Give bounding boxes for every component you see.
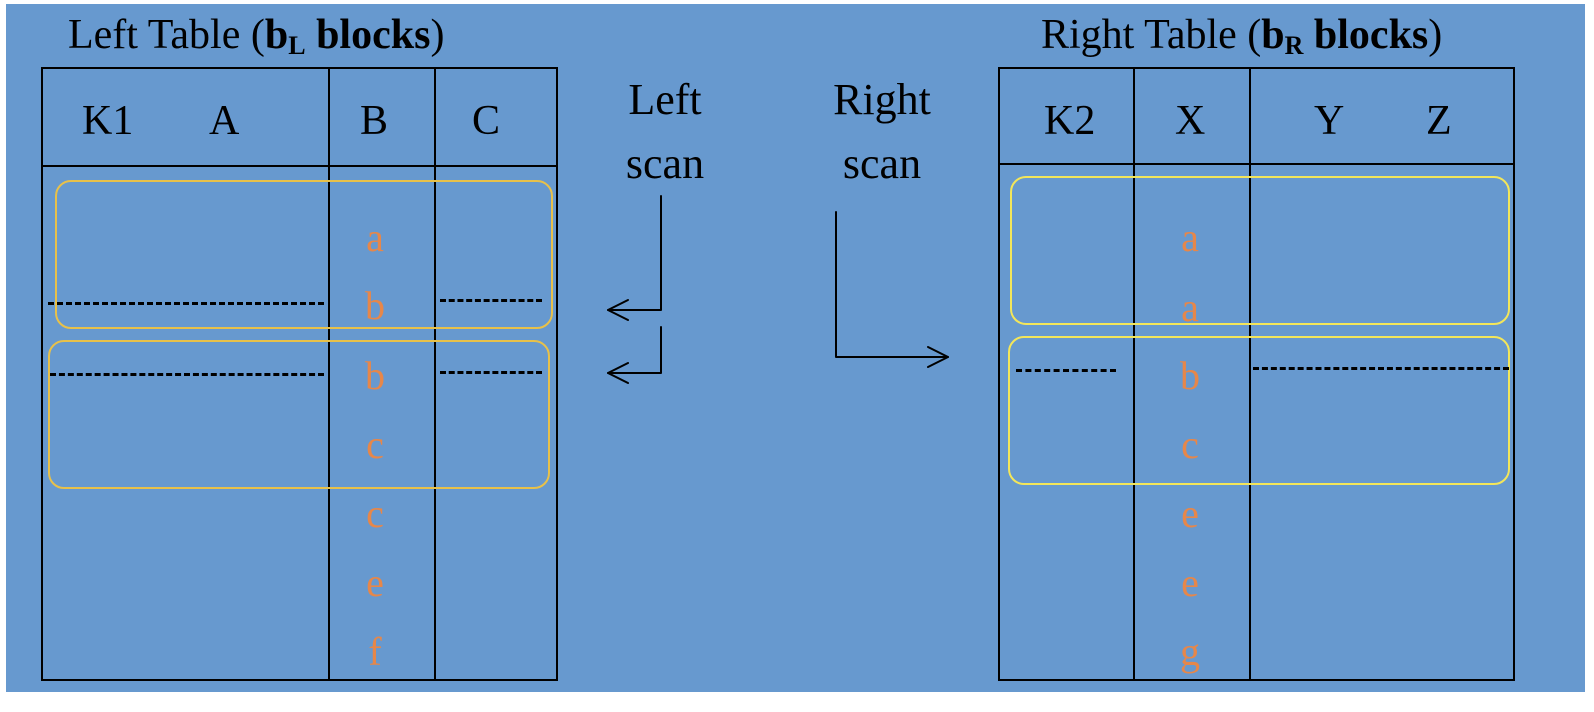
left-col-divider-2 [434, 67, 436, 681]
left-key-7: f [368, 629, 382, 674]
left-block-2 [48, 340, 550, 489]
right-title-text: Right Table ( [1041, 12, 1262, 58]
left-scan-line1: Left [628, 75, 702, 124]
left-dash-row-2a [50, 373, 324, 376]
left-dash-row-2b [440, 371, 542, 374]
left-key-1: a [366, 215, 384, 260]
left-table-title: Left Table (bL blocks) [68, 14, 444, 59]
diagram-background [6, 4, 1585, 692]
left-header-divider [41, 165, 558, 167]
right-header-k2: K2 [1044, 98, 1096, 144]
right-title-subscript: R [1284, 31, 1304, 60]
left-header-b: B [360, 98, 389, 144]
right-header-y: Y [1314, 98, 1345, 144]
left-scan-line2: scan [625, 139, 705, 188]
right-scan-arrow [835, 211, 949, 368]
left-title-subscript: L [288, 31, 306, 60]
right-table-frame [998, 67, 1515, 681]
left-title-text: Left Table ( [68, 12, 265, 58]
right-title-close: ) [1428, 12, 1443, 58]
right-header-divider [998, 163, 1515, 165]
right-scan-label: Right scan [812, 68, 952, 196]
right-col-divider-2 [1249, 67, 1251, 681]
left-table-frame [41, 67, 558, 681]
left-header-c: C [472, 98, 501, 144]
left-scan-label: Left scan [610, 68, 720, 196]
left-dash-row-1b [440, 299, 542, 302]
left-key-2: b [365, 283, 385, 328]
left-key-6: e [366, 560, 384, 605]
right-key-2: a [1181, 285, 1199, 330]
right-title-b: b [1261, 12, 1285, 58]
right-key-6: e [1181, 560, 1199, 605]
left-scan-arrow-1 [607, 195, 662, 321]
left-header-k1: K1 [82, 98, 134, 144]
right-key-4: c [1181, 422, 1199, 467]
right-title-blocks: blocks [1303, 12, 1429, 58]
left-dash-row-1a [48, 302, 324, 305]
left-title-close: ) [430, 12, 445, 58]
left-key-3: b [365, 353, 385, 398]
right-key-1: a [1181, 215, 1199, 260]
right-key-5: e [1181, 491, 1199, 536]
left-scan-arrow-2 [607, 326, 662, 384]
left-key-5: c [366, 491, 384, 536]
right-dash-row-a [1016, 369, 1116, 372]
left-block-1 [55, 180, 553, 329]
right-scan-line1: Right [833, 75, 931, 124]
right-block-1 [1010, 176, 1510, 325]
right-scan-line2: scan [842, 139, 922, 188]
left-key-4: c [366, 422, 384, 467]
right-table-title: Right Table (bR blocks) [1041, 14, 1442, 59]
left-title-blocks: blocks [305, 12, 431, 58]
right-dash-row-b [1253, 367, 1509, 370]
left-title-b: b [264, 12, 289, 58]
right-header-z: Z [1426, 98, 1452, 144]
right-col-divider-1 [1133, 67, 1135, 681]
right-key-3: b [1180, 353, 1200, 398]
left-col-divider-1 [328, 67, 330, 681]
right-header-x: X [1175, 98, 1206, 144]
right-key-7: g [1180, 629, 1200, 674]
right-block-2 [1008, 336, 1510, 485]
left-header-a: A [209, 98, 240, 144]
